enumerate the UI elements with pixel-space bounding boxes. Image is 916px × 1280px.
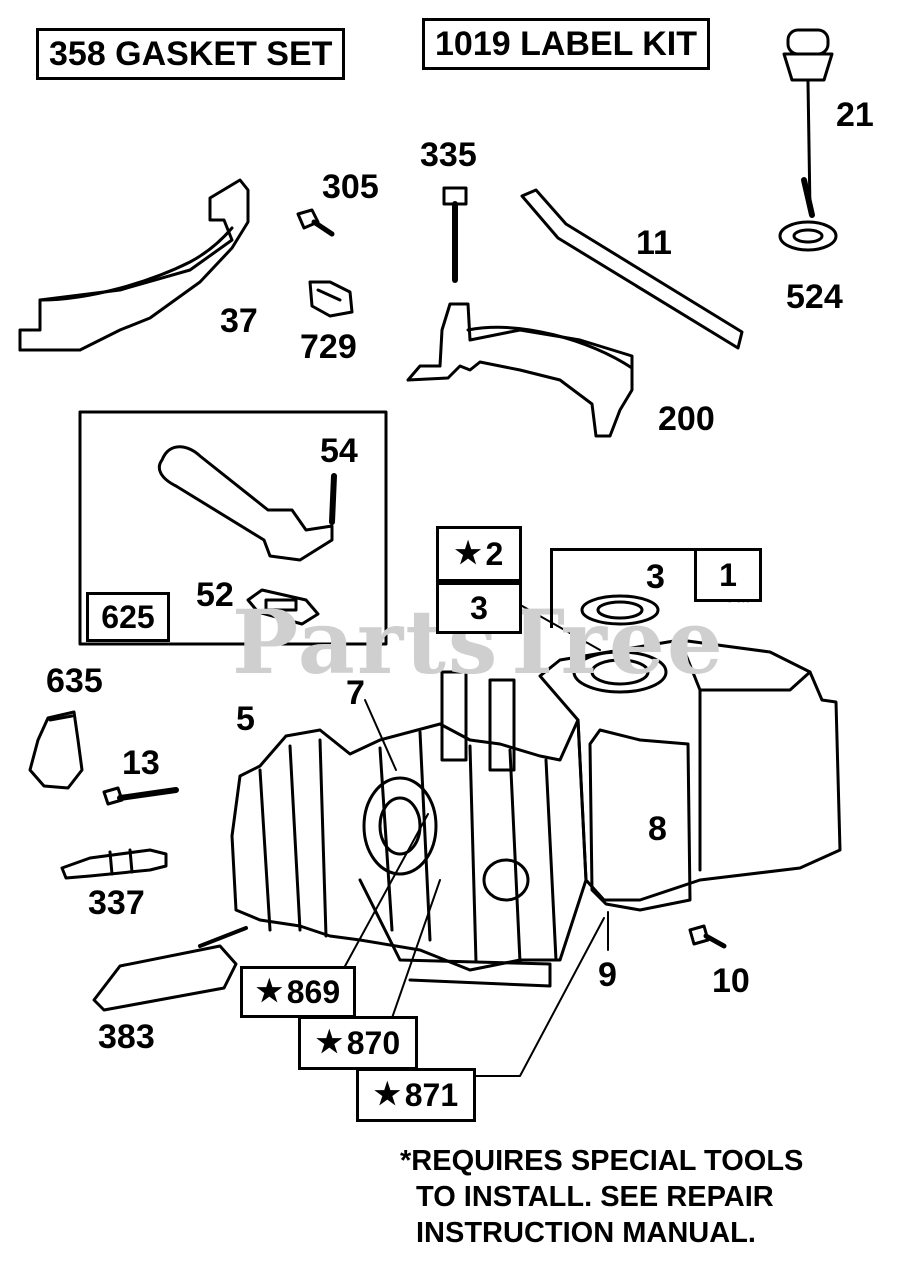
part-label-10[interactable]: 10 bbox=[712, 962, 750, 1000]
part-label-635[interactable]: 635 bbox=[46, 662, 103, 700]
part-label-7[interactable]: 7 bbox=[346, 674, 365, 712]
part-5-cylinder-head bbox=[230, 670, 588, 988]
part-label-5[interactable]: 5 bbox=[236, 700, 255, 738]
part-label-1[interactable]: 1 bbox=[694, 548, 762, 602]
part-label-2[interactable]: ★2 bbox=[436, 526, 522, 582]
part-label-524[interactable]: 524 bbox=[786, 278, 843, 316]
part-label-3-box[interactable]: 3 bbox=[436, 582, 522, 634]
part-383-tool bbox=[92, 926, 248, 1012]
part-label-337[interactable]: 337 bbox=[88, 884, 145, 922]
part-label-870[interactable]: ★870 bbox=[298, 1016, 418, 1070]
star-icon: ★ bbox=[315, 1026, 343, 1059]
note-line-2: TO INSTALL. SEE REPAIR bbox=[416, 1181, 774, 1213]
star-icon: ★ bbox=[373, 1078, 401, 1111]
part-635-elbow bbox=[28, 710, 84, 790]
part-729-clamp bbox=[308, 280, 354, 318]
note-line-3: INSTRUCTION MANUAL. bbox=[416, 1217, 756, 1249]
star-icon: ★ bbox=[255, 975, 283, 1008]
part-335-bolt bbox=[442, 186, 468, 283]
part-label-8[interactable]: 8 bbox=[648, 810, 667, 848]
part-37-baffle bbox=[18, 178, 250, 352]
part-1-frame bbox=[550, 548, 762, 628]
part-label-11[interactable]: 11 bbox=[636, 224, 672, 262]
gasket-set-label[interactable]: 358 GASKET SET bbox=[36, 28, 346, 80]
special-tools-note: *REQUIRES SPECIAL TOOLS TO INSTALL. SEE … bbox=[400, 1143, 803, 1251]
part-label-335[interactable]: 335 bbox=[420, 136, 477, 174]
part-11-link bbox=[520, 188, 744, 350]
kit-625-frame bbox=[78, 410, 388, 646]
note-line-1: *REQUIRES SPECIAL TOOLS bbox=[400, 1145, 804, 1177]
label-kit-label[interactable]: 1019 LABEL KIT bbox=[422, 18, 711, 70]
part-10-screw bbox=[688, 924, 727, 949]
part-label-869[interactable]: ★869 bbox=[240, 966, 356, 1018]
part-label-200[interactable]: 200 bbox=[658, 400, 715, 438]
part-label-9[interactable]: 9 bbox=[598, 956, 617, 994]
part-label-54[interactable]: 54 bbox=[320, 432, 358, 470]
part-label-21[interactable]: 21 bbox=[836, 96, 874, 134]
part-305-screw bbox=[296, 208, 335, 237]
part-13-bolt bbox=[102, 786, 179, 806]
part-label-625[interactable]: 625 bbox=[86, 592, 170, 642]
part-21-dipstick bbox=[782, 28, 834, 218]
part-label-305[interactable]: 305 bbox=[322, 168, 379, 206]
part-label-729[interactable]: 729 bbox=[300, 328, 357, 366]
leader-lines bbox=[343, 597, 609, 1077]
part-label-52[interactable]: 52 bbox=[196, 576, 234, 614]
part-200-air-guide bbox=[406, 302, 634, 438]
part-524-washer bbox=[778, 220, 838, 252]
part-1-cylinder-block bbox=[538, 594, 842, 912]
part-label-37[interactable]: 37 bbox=[220, 302, 258, 340]
part-label-13[interactable]: 13 bbox=[122, 744, 160, 782]
part-label-3[interactable]: 3 bbox=[646, 558, 665, 596]
part-337-spark-plug bbox=[60, 848, 168, 880]
part-label-871[interactable]: ★871 bbox=[356, 1068, 476, 1122]
part-label-383[interactable]: 383 bbox=[98, 1018, 155, 1056]
star-icon: ★ bbox=[454, 537, 482, 570]
